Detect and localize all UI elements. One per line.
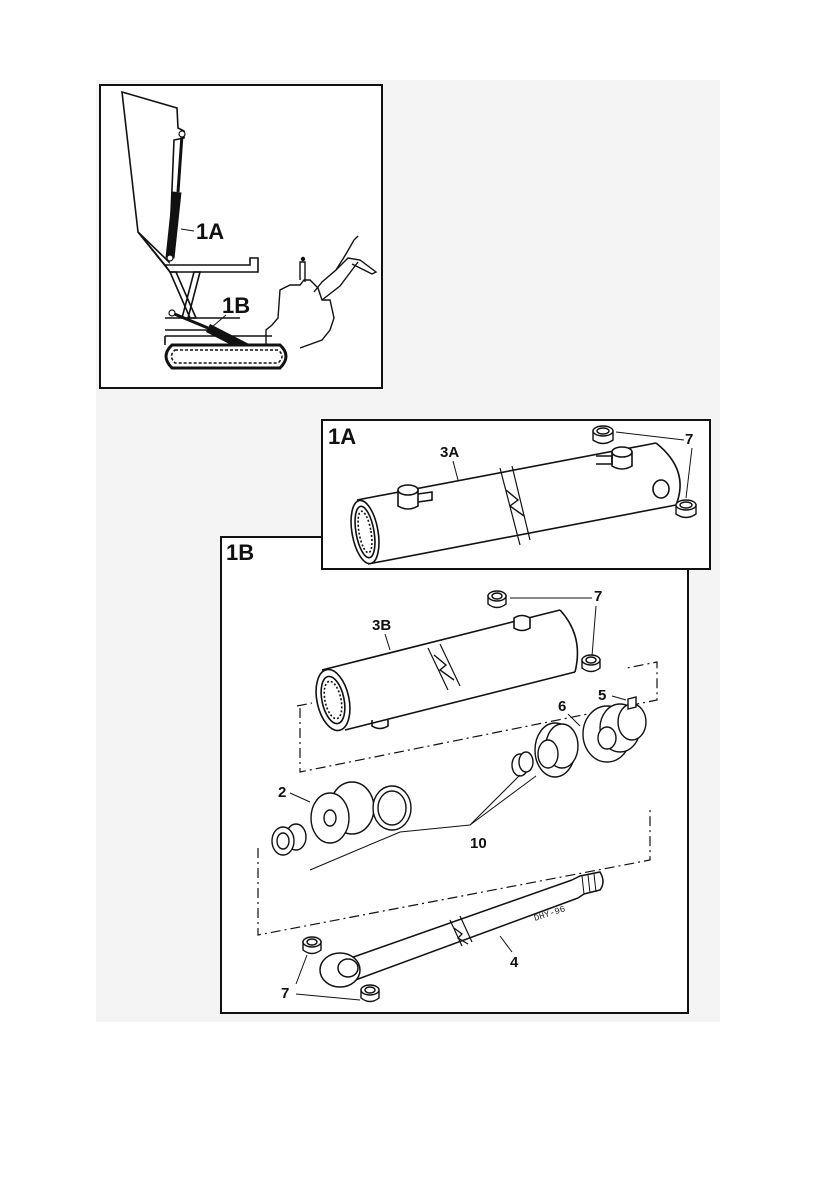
callout-3a: 3A xyxy=(440,444,459,461)
callout-7-bottom: 7 xyxy=(281,985,289,1002)
callout-3b: 3B xyxy=(372,617,391,634)
callout-6: 6 xyxy=(558,698,566,715)
callout-4: 4 xyxy=(510,954,519,971)
panel-1a-title: 1A xyxy=(328,424,356,449)
callout-10: 10 xyxy=(470,835,487,852)
callout-2: 2 xyxy=(278,784,286,801)
panel-1a: 1A 3A xyxy=(322,420,710,569)
panel-1a-frame xyxy=(322,420,710,569)
panel-1b-title: 1B xyxy=(226,540,254,565)
label-1b: 1B xyxy=(222,293,250,318)
callout-7-1a: 7 xyxy=(685,431,693,448)
panel-1b: 1B 3B 7 xyxy=(221,537,688,1013)
label-1a: 1A xyxy=(196,219,224,244)
callout-5: 5 xyxy=(598,687,606,704)
panel-1b-frame xyxy=(221,537,688,1013)
callout-7-top: 7 xyxy=(594,588,602,605)
overview-panel: 1A 1B xyxy=(100,85,382,388)
